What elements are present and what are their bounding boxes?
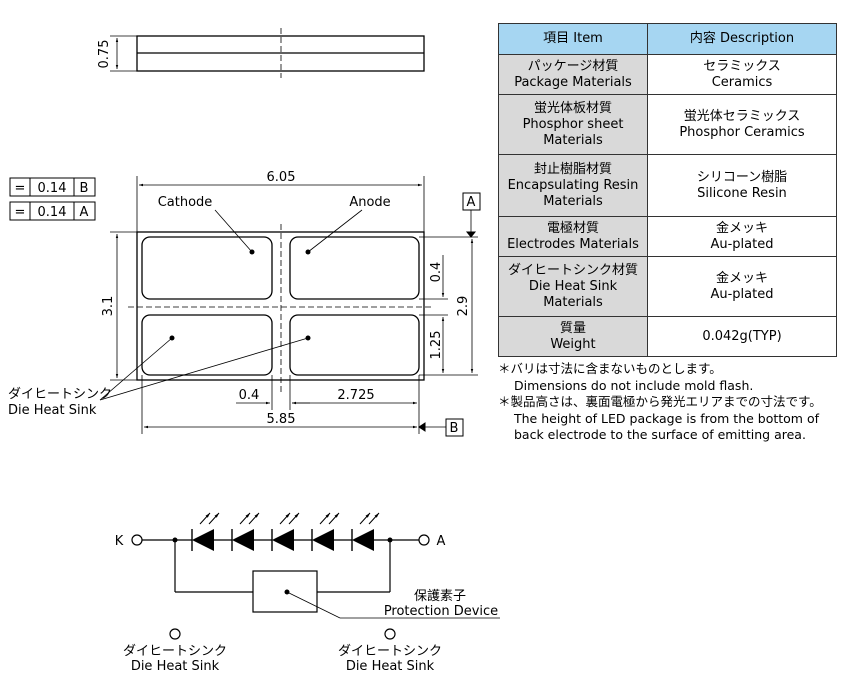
cathode-pad: [141, 236, 273, 300]
height-total-dim: 3.1: [101, 296, 116, 317]
heat-sink-point: [305, 335, 311, 341]
node-k: [172, 537, 178, 543]
node-a: [387, 537, 393, 543]
protection-label-en: Protection Device: [384, 604, 498, 619]
datum-a: A: [467, 195, 476, 210]
cathode-point: [249, 249, 255, 255]
side-height-dim: 0.75: [97, 40, 112, 69]
die-heat-sink-en: Die Heat Sink: [8, 403, 97, 418]
protection-point: [284, 589, 290, 595]
dim-5-85: 5.85: [267, 412, 296, 427]
tolerance-value: 0.14: [38, 205, 67, 220]
protection-device-box: [252, 570, 318, 613]
led-diode-symbol: [271, 512, 312, 551]
heat-sink-pad-left: [141, 314, 273, 376]
led-diode-symbol: [351, 512, 380, 551]
led-diode-symbol: [191, 512, 232, 551]
table-header-row: 項目 Item 内容 Description: [498, 23, 837, 55]
tolerance-datum: A: [80, 205, 89, 220]
note-jp: ＊製品高さは、裏面電極から発光エリアまでの寸法です。: [498, 394, 822, 409]
row-desc: 0.042g(TYP): [647, 316, 837, 357]
anode-pad: [289, 236, 420, 300]
die-heat-sink-jp: ダイヒートシンク: [8, 387, 112, 402]
tolerance-datum: B: [80, 181, 89, 196]
tolerance-symbol: =: [15, 205, 26, 220]
tolerance-frames: [9, 177, 96, 221]
dim-0-4-vertical: 0.4: [429, 262, 444, 283]
led-chain: [191, 512, 380, 551]
tolerance-value: 0.14: [38, 181, 67, 196]
top-view: [99, 176, 481, 437]
note-en: back electrode to the surface of emittin…: [514, 427, 806, 442]
a-terminal-label: A: [437, 534, 446, 549]
heat-sink-point: [169, 335, 175, 341]
anode-point: [305, 249, 311, 255]
heat-sink-2-en: Die Heat Sink: [346, 659, 435, 674]
note-en: The height of LED package is from the bo…: [514, 410, 820, 426]
header-item: 項目 Item: [498, 23, 648, 55]
led-diode-symbol: [231, 512, 272, 551]
heat-sink-pad-right: [289, 314, 420, 376]
tolerance-symbol: =: [15, 181, 26, 196]
dim-2-725: 2.725: [337, 388, 374, 403]
width-total-dim: 6.05: [267, 170, 296, 185]
k-terminal-label: K: [115, 534, 124, 549]
protection-label-jp: 保護素子: [414, 588, 466, 604]
note-jp: ＊バリは寸法に含まないものとします。: [498, 361, 722, 376]
note-en: Dimensions do not include mold flash.: [514, 377, 754, 393]
dim-0-4-horizontal: 0.4: [239, 388, 260, 403]
header-description: 内容 Description: [647, 23, 837, 55]
dim-2-9: 2.9: [456, 296, 471, 317]
side-view: [110, 28, 425, 78]
heat-sink-1-en: Die Heat Sink: [131, 659, 220, 674]
datum-b: B: [450, 421, 459, 436]
heat-sink-2-jp: ダイヒートシンク: [338, 644, 442, 659]
circuit: [131, 534, 500, 640]
dim-1-25: 1.25: [429, 331, 444, 360]
notes: ＊バリは寸法に含まないものとします。 Dimensions do not inc…: [498, 361, 822, 444]
anode-label: Anode: [349, 195, 390, 210]
heat-sink-1-jp: ダイヒートシンク: [123, 644, 227, 659]
cathode-label: Cathode: [158, 195, 213, 210]
led-diode-symbol: [311, 512, 352, 551]
